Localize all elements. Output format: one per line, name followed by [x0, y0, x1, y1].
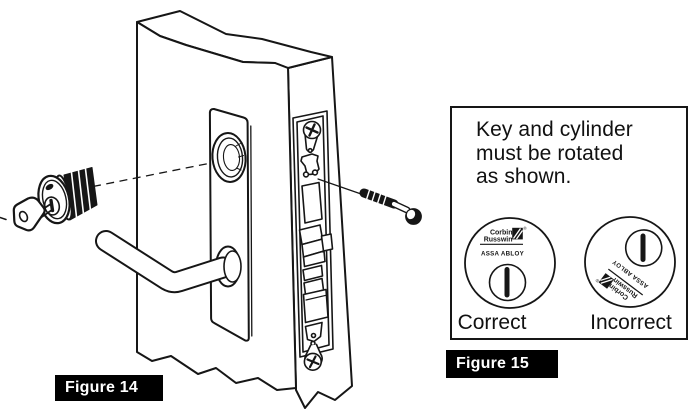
brand-registered: ® [523, 225, 527, 231]
brand-hatch-mark [598, 273, 615, 289]
figure15-box: Key and cylinder must be rotated as show… [450, 106, 688, 340]
cylinder-hole [211, 132, 247, 183]
escutcheon-plate [208, 107, 253, 342]
figure15-label: Figure 15 [446, 350, 558, 378]
alignment-dashed-line [92, 162, 212, 188]
figure14-label: Figure 14 [55, 375, 163, 401]
figure14-label-text: Figure 14 [65, 379, 138, 396]
brand-line2: Russwin [484, 237, 513, 244]
deadbolt [302, 288, 329, 324]
brand-registered: ® [593, 277, 600, 284]
faceplate-top-screw [302, 120, 322, 154]
brand-hatch-mark [512, 227, 524, 240]
edge-tick [0, 216, 7, 221]
correct-label: Correct [457, 311, 527, 334]
brand-line1: Corbin [490, 230, 513, 237]
latchbolt [298, 224, 334, 268]
cylinder-orientation-diagrams: Corbin Russwin ® ASSA ABLOY Cor [464, 216, 676, 309]
cylinder-and-key-icon [12, 167, 98, 232]
mounting-screw-icon [317, 178, 422, 225]
lever-handle [95, 230, 242, 294]
keyway-slot [49, 198, 55, 213]
incorrect-cylinder-face: Corbin Russwin ® ASSA ABLOY [584, 216, 676, 308]
key-icon [12, 196, 53, 232]
incorrect-label: Incorrect [590, 311, 672, 334]
brand-sub: ASSA ABLOY [481, 251, 525, 258]
faceplate-cutout [301, 181, 323, 224]
note-text: Key and cylinder must be rotated as show… [476, 118, 633, 188]
cylinder-retainer [300, 153, 320, 178]
figure15-label-text: Figure 15 [456, 355, 529, 372]
mortise-faceplate [292, 110, 334, 371]
figure14-illustration [0, 10, 422, 409]
correct-cylinder-face: Corbin Russwin ® ASSA ABLOY [464, 217, 556, 309]
faceplate-bottom-screw [303, 321, 323, 371]
